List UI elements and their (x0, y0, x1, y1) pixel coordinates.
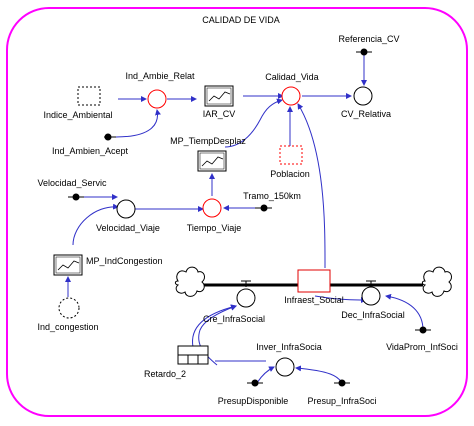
mp-indcongestion-node[interactable] (53, 254, 83, 276)
ind-ambie-relat-node[interactable] (147, 89, 167, 109)
retardo-2-node[interactable] (177, 345, 209, 365)
velocidad-servic-node[interactable] (72, 193, 80, 201)
sector-frame (6, 7, 468, 417)
sink-cloud (421, 266, 453, 297)
calidad-vida-node[interactable] (281, 86, 301, 106)
retardo-2-label: Retardo_2 (144, 369, 186, 379)
mp-indcongestion-label: MP_IndCongestion (86, 256, 163, 266)
presupdisponible-node[interactable] (251, 379, 259, 387)
tramo-150km-node[interactable] (260, 204, 268, 212)
ind-congestion-node[interactable] (58, 297, 80, 319)
cre-infrasocial-label: Cre_InfraSocial (203, 314, 265, 324)
ind-congestion-label: Ind_congestion (37, 322, 98, 332)
vidaprom-infsoci-node[interactable] (419, 326, 427, 334)
cv-relativa-node[interactable] (353, 86, 373, 106)
cv-relativa-label: CV_Relativa (341, 109, 391, 119)
graph-function-icon (201, 156, 224, 167)
cre-infrasocial-node[interactable] (236, 288, 256, 308)
tramo-150km-label: Tramo_150km (243, 191, 301, 201)
calidad-vida-label: Calidad_Vida (265, 72, 318, 82)
velocidad-viaje-node[interactable] (116, 199, 136, 219)
poblacion-label: Poblacion (270, 169, 310, 179)
tiempo-viaje-node[interactable] (202, 198, 222, 218)
iar-cv-label: IAR_CV (203, 109, 236, 119)
source-cloud (174, 266, 206, 297)
infraest-social-label: Infraest_Social (284, 295, 344, 305)
valves (241, 280, 376, 287)
presup-infrasoci-node[interactable] (338, 379, 346, 387)
referencia-cv-label: Referencia_CV (338, 34, 399, 44)
ind-ambien-acept-node[interactable] (104, 133, 112, 141)
poblacion-node[interactable] (279, 145, 303, 165)
tiempo-viaje-label: Tiempo_Viaje (187, 223, 242, 233)
iar-cv-node[interactable] (204, 85, 234, 107)
presupdisponible-label: PresupDisponible (218, 396, 289, 406)
mp-tiempdesplaz-node[interactable] (197, 150, 227, 172)
presup-infrasoci-label: Presup_InfraSoci (307, 396, 376, 406)
indice-ambiental-node[interactable] (77, 86, 101, 106)
graph-function-icon (57, 260, 80, 271)
connectors (65, 52, 424, 384)
ind-ambie-relat-label: Ind_Ambie_Relat (125, 71, 195, 81)
inver-infrasocia-node[interactable] (275, 357, 295, 377)
dec-infrasocial-label: Dec_InfraSocial (341, 310, 405, 320)
velocidad-servic-label: Velocidad_Servic (37, 178, 107, 188)
dec-infrasocial-node[interactable] (361, 286, 381, 306)
mp-tiempdesplaz-label: MP_TiempDesplaz (170, 136, 246, 146)
ind-ambien-acept-label: Ind_Ambien_Acept (52, 146, 129, 156)
graph-function-icon (208, 91, 231, 102)
vidaprom-infsoci-label: VidaProm_InfSoci (386, 342, 458, 352)
referencia-cv-node[interactable] (360, 48, 368, 56)
inver-infrasocia-label: Inver_InfraSocia (256, 342, 322, 352)
velocidad-viaje-label: Velocidad_Viaje (96, 223, 160, 233)
infraest-social-stock[interactable] (297, 269, 331, 293)
indice-ambiental-label: Indice_Ambiental (43, 110, 112, 120)
sector-title: CALIDAD DE VIDA (202, 15, 280, 25)
